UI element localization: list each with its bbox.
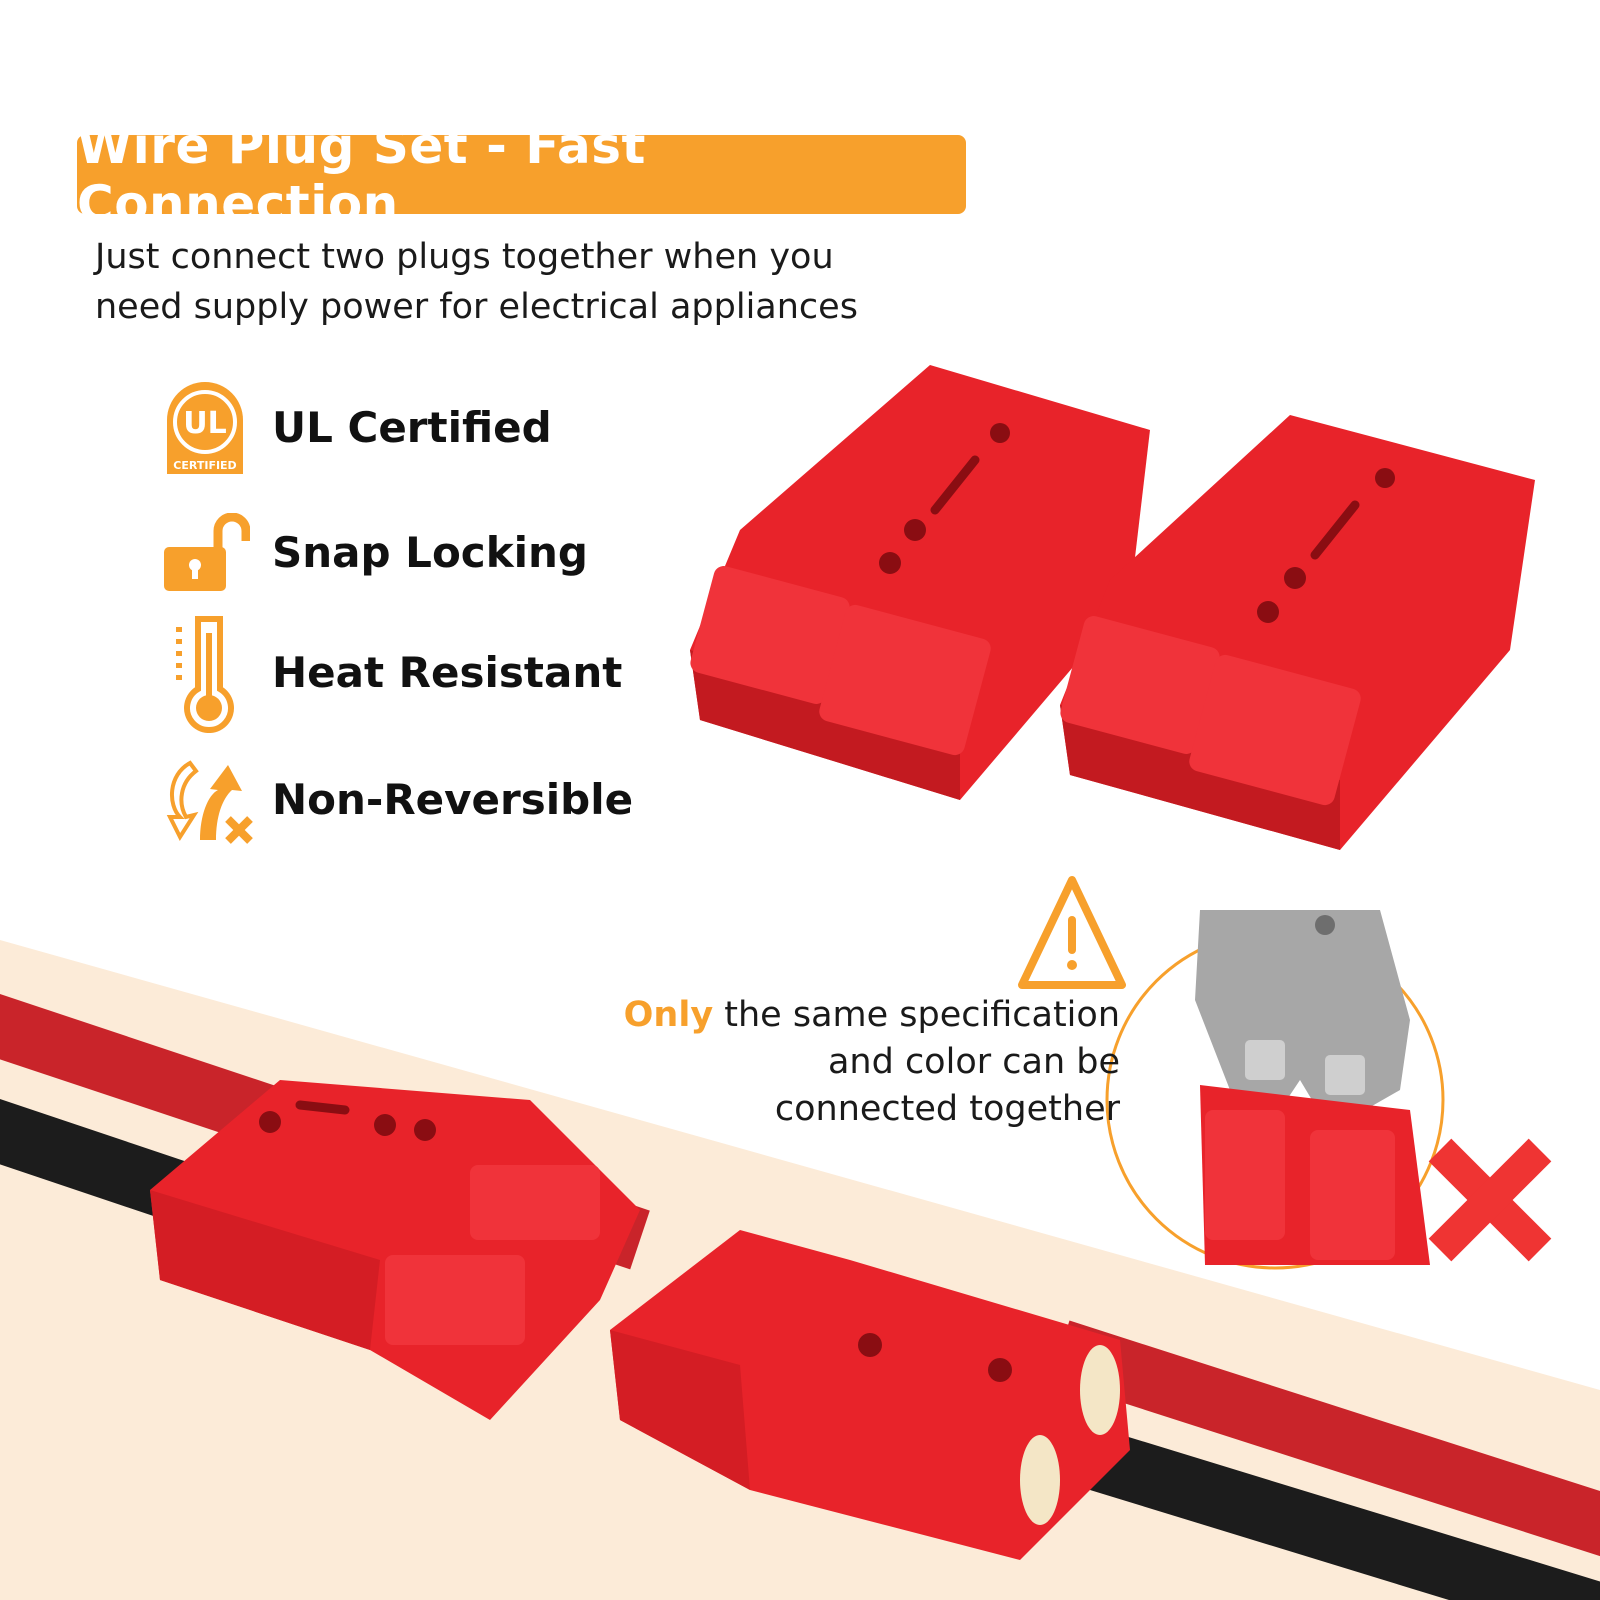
feature-label: UL Certified: [272, 403, 552, 452]
thermometer-icon: [150, 615, 260, 733]
feature-label: Heat Resistant: [272, 648, 623, 697]
feature-ul-certified: UL CERTIFIED UL Certified: [150, 380, 552, 475]
compatibility-warning: Only the same specification and color ca…: [624, 992, 1120, 1133]
feature-label: Snap Locking: [272, 528, 588, 577]
ul-certified-icon: UL CERTIFIED: [150, 380, 260, 475]
page-title: Wire Plug Set - Fast Connection: [77, 116, 646, 233]
feature-label: Non-Reversible: [272, 775, 634, 824]
non-reversible-arrows-icon: [150, 752, 260, 847]
connector-top-right: [1060, 415, 1535, 850]
feature-non-reversible: Non-Reversible: [150, 752, 633, 847]
svg-text:CERTIFIED: CERTIFIED: [173, 459, 236, 472]
description-line: Just connect two plugs together when you: [95, 237, 834, 277]
connector-top-left: [690, 365, 1150, 800]
svg-text:UL: UL: [183, 406, 226, 441]
description: Just connect two plugs together when you…: [95, 232, 995, 332]
title-banner: Wire Plug Set - Fast Connection: [77, 117, 966, 233]
feature-heat-resistant: Heat Resistant: [150, 615, 623, 733]
warning-triangle-icon: [1018, 876, 1126, 989]
feature-snap-locking: Snap Locking: [150, 505, 588, 600]
description-line: need supply power for electrical applian…: [95, 287, 858, 327]
mismatch-illustration: [1105, 910, 1445, 1270]
unlocked-padlock-icon: [150, 505, 260, 600]
warning-line-3: connected together: [774, 1089, 1120, 1129]
warning-line-1: the same specification: [713, 995, 1120, 1035]
connector-bottom-left: [150, 1080, 640, 1420]
warning-line-2: and color can be: [827, 1042, 1120, 1082]
connector-bottom-right: [610, 1230, 1130, 1560]
warning-highlight: Only: [623, 995, 714, 1035]
red-x-icon: [1428, 1138, 1552, 1262]
